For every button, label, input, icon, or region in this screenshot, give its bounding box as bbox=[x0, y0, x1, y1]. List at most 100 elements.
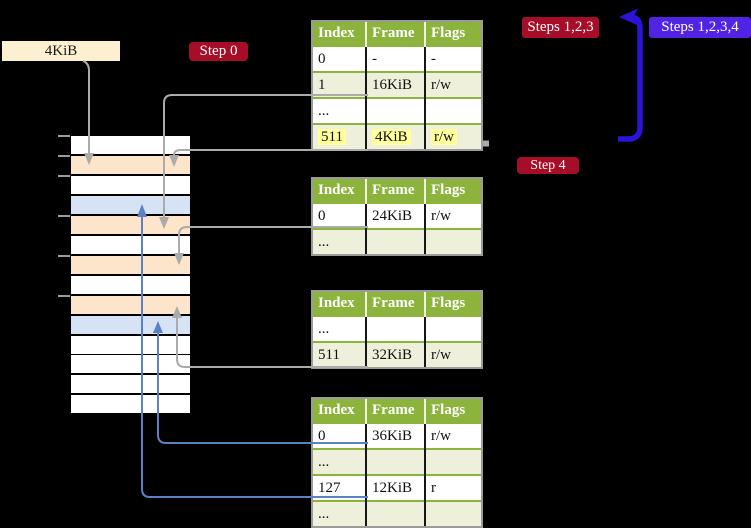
recursive-loop-arrow-arrowhead bbox=[619, 8, 638, 26]
table-cell bbox=[366, 97, 426, 124]
cell-value: 24KiB bbox=[372, 208, 413, 224]
step-label-steps123: Steps 1,2,3 bbox=[522, 17, 599, 38]
table-row: 1 16KiB r/w bbox=[313, 71, 481, 98]
table-row: ... bbox=[313, 228, 481, 254]
table-cell: 511 bbox=[313, 341, 367, 367]
table-cell bbox=[366, 228, 426, 254]
table-cell bbox=[425, 448, 481, 475]
table-cell: 0 bbox=[313, 202, 367, 229]
recursive-loop-arrow bbox=[618, 14, 643, 142]
column-header-frame: Frame bbox=[366, 292, 426, 316]
table-cell: 0 bbox=[313, 422, 367, 449]
table-row: ... bbox=[313, 448, 481, 475]
table-cell bbox=[425, 315, 481, 342]
cell-value: r/w bbox=[431, 208, 451, 224]
column-header-frame: Frame bbox=[366, 399, 426, 423]
column-header-flags: Flags bbox=[425, 22, 481, 46]
table-cell: - bbox=[425, 45, 481, 72]
table-cell: ... bbox=[313, 228, 367, 254]
memory-address-tick bbox=[58, 155, 70, 157]
table-cell: ... bbox=[313, 500, 367, 526]
highlighted-value: r/w bbox=[431, 129, 457, 145]
cell-value: r/w bbox=[431, 77, 451, 93]
memory-frame-row-page-table bbox=[71, 156, 190, 174]
cell-value: 32KiB bbox=[372, 347, 413, 363]
table-cell: 16KiB bbox=[366, 71, 426, 98]
memory-frame-row-free bbox=[71, 336, 190, 354]
cell-value: 1 bbox=[318, 77, 326, 93]
step-label-steps1234: Steps 1,2,3,4 bbox=[649, 17, 751, 38]
table-cell: ... bbox=[313, 315, 367, 342]
table-cell: - bbox=[366, 45, 426, 72]
table-cell bbox=[425, 500, 481, 526]
cell-value: 0 bbox=[318, 208, 326, 224]
memory-frame-row-free bbox=[71, 395, 190, 413]
table-cell: ... bbox=[313, 97, 367, 124]
column-header-index: Index bbox=[313, 399, 367, 423]
table-row: 511 4KiB r/w bbox=[313, 123, 481, 149]
memory-address-tick bbox=[58, 215, 70, 217]
table-cell: 12KiB bbox=[366, 474, 426, 501]
memory-frame-row-page-table bbox=[71, 296, 190, 314]
memory-frame-row-free bbox=[71, 355, 190, 373]
column-header-index: Index bbox=[313, 292, 367, 316]
cell-value: 16KiB bbox=[372, 77, 413, 93]
table-cell bbox=[425, 97, 481, 124]
cell-value: r bbox=[431, 480, 436, 496]
table-cell: r bbox=[425, 474, 481, 501]
table-cell: r/w bbox=[425, 123, 481, 149]
table-cell: r/w bbox=[425, 422, 481, 449]
memory-frame-row-free bbox=[71, 236, 190, 254]
table-cell bbox=[425, 228, 481, 254]
highlighted-value: 4KiB bbox=[372, 129, 411, 145]
memory-frame-row-free bbox=[71, 276, 190, 294]
table-cell: 511 bbox=[313, 123, 367, 149]
memory-frame-row-page-table bbox=[71, 216, 190, 234]
cell-value: r/w bbox=[431, 428, 451, 444]
memory-frame-row-free bbox=[71, 176, 190, 194]
table-cell: 36KiB bbox=[366, 422, 426, 449]
cr3-frame-label: 4KiB bbox=[44, 42, 78, 59]
memory-frame-row-mapped bbox=[71, 196, 190, 214]
table-row: 0 24KiB r/w bbox=[313, 202, 481, 229]
table-cell: 24KiB bbox=[366, 202, 426, 229]
cell-value: 127 bbox=[318, 480, 341, 496]
cell-value: r/w bbox=[431, 347, 451, 363]
table-cell: 0 bbox=[313, 45, 367, 72]
table-row: 511 32KiB r/w bbox=[313, 341, 481, 367]
cell-value: ... bbox=[318, 103, 330, 119]
cell-value: ... bbox=[318, 234, 330, 250]
memory-frame-row-mapped bbox=[71, 316, 190, 334]
table-row: 127 12KiB r bbox=[313, 474, 481, 501]
cell-value: ... bbox=[318, 506, 330, 522]
table-row: 0-- bbox=[313, 45, 481, 72]
cell-value: - bbox=[431, 51, 436, 67]
table-row: ... bbox=[313, 315, 481, 342]
highlighted-value: 511 bbox=[318, 129, 346, 145]
column-header-index: Index bbox=[313, 22, 367, 46]
table-cell: 1 bbox=[313, 71, 367, 98]
memory-address-tick bbox=[58, 135, 70, 137]
table-cell: ... bbox=[313, 448, 367, 475]
cell-value: ... bbox=[318, 321, 330, 337]
memory-frame-row-free bbox=[71, 375, 190, 393]
step-label-step0: Step 0 bbox=[189, 42, 248, 61]
table-row: ... bbox=[313, 500, 481, 526]
cell-value: 36KiB bbox=[372, 428, 413, 444]
table-cell bbox=[366, 448, 426, 475]
column-header-flags: Flags bbox=[425, 292, 481, 316]
column-header-flags: Flags bbox=[425, 179, 481, 203]
